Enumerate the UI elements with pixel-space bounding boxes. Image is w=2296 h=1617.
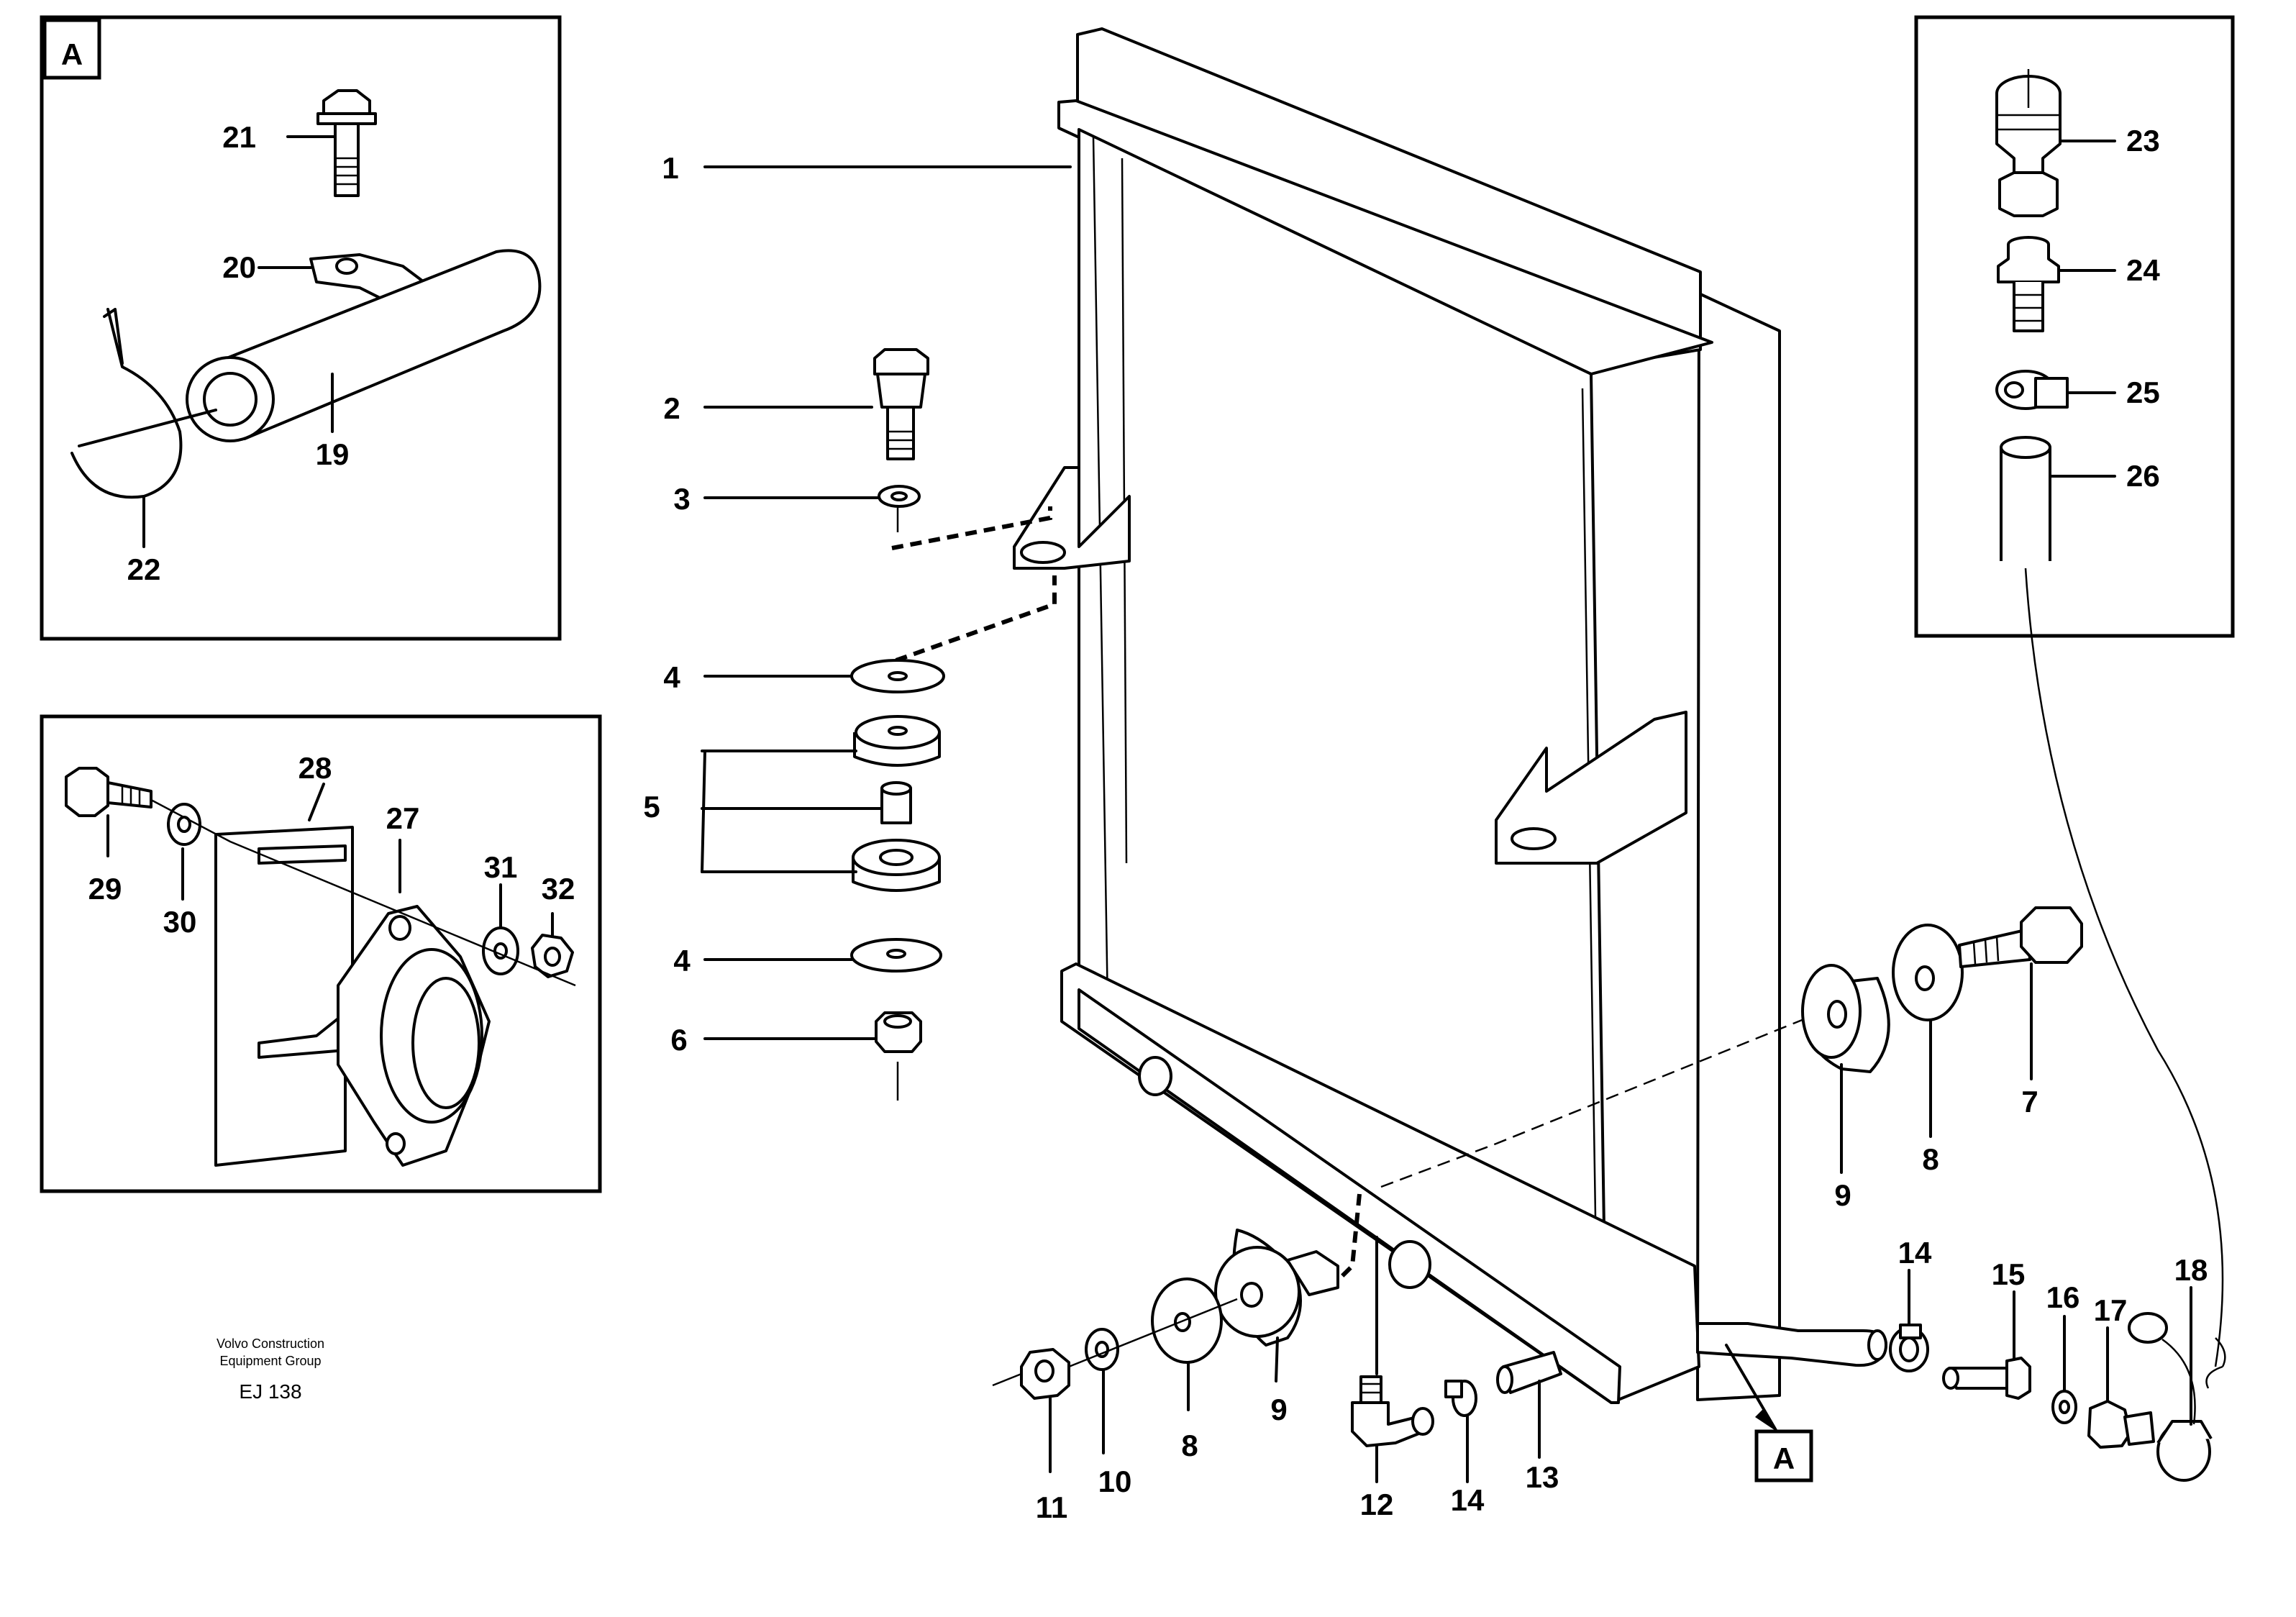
callout-8-right: 8: [1922, 1142, 1939, 1176]
clamp-14-left-icon: [1444, 1380, 1477, 1417]
callout-23: 23: [2126, 124, 2160, 158]
valve-15-icon: [1942, 1357, 2031, 1400]
coupling-23-icon: [1995, 69, 2062, 217]
credit-line-2: Equipment Group: [219, 1354, 321, 1368]
callout-18: 18: [2174, 1253, 2208, 1287]
callout-8-lower: 8: [1181, 1429, 1198, 1462]
callout-9-lower: 9: [1270, 1393, 1287, 1426]
cap-18-icon: [2128, 1312, 2226, 1482]
bolt-2-icon: [873, 348, 929, 460]
sleeve-5-icon: [880, 781, 912, 824]
washer-31-icon: [482, 926, 519, 975]
nipple-24-icon: [1997, 236, 2060, 332]
washer-3-icon: [878, 485, 921, 508]
flange-27-icon: [337, 905, 491, 1167]
nut-6-icon: [875, 1011, 922, 1053]
callout-15: 15: [1992, 1257, 2026, 1291]
clamp-25-icon: [1995, 370, 2069, 410]
inset-a-hose-clamp: A 21 20 19 22: [40, 15, 562, 641]
hose-19-icon: [186, 249, 542, 442]
callout-4-lower: 4: [673, 944, 691, 978]
mount-path-right: [1380, 1008, 1828, 1188]
radiator-1-icon: [1013, 27, 1781, 1404]
callout-27: 27: [386, 801, 420, 835]
fitting-17-icon: [2087, 1400, 2155, 1449]
callout-29: 29: [88, 872, 122, 906]
cushion-9-right-icon: [1801, 964, 1890, 1073]
inset-hose-fitting: 23 24 25 26: [1914, 15, 2235, 638]
clamp-14-right-icon: [1889, 1324, 1929, 1372]
callout-21: 21: [222, 120, 256, 154]
inset-a-marker: A: [61, 37, 83, 71]
callout-12: 12: [1360, 1488, 1394, 1521]
hose-13-icon: [1496, 1351, 1562, 1394]
cushion-4-upper-icon: [850, 659, 945, 693]
callout-19: 19: [316, 437, 350, 471]
callout-17: 17: [2094, 1293, 2128, 1327]
callout-16: 16: [2046, 1280, 2080, 1314]
elbow-12-icon: [1351, 1375, 1434, 1447]
bolt-29-icon: [65, 767, 152, 817]
callout-22: 22: [127, 552, 161, 586]
bushing-5-lower-icon: [852, 839, 941, 892]
callout-5: 5: [643, 790, 660, 824]
cushion-9-lower-icon: [1214, 1229, 1339, 1347]
callout-4-upper: 4: [663, 660, 680, 694]
callout-20: 20: [222, 250, 256, 284]
drain-hose-icon: [1696, 1322, 1887, 1367]
callout-11: 11: [1036, 1490, 1067, 1524]
callout-26: 26: [2126, 459, 2160, 493]
detail-a-marker: A: [1773, 1441, 1795, 1475]
washer-8-lower-icon: [1151, 1277, 1223, 1364]
drain-hose-line: [2024, 568, 2224, 1367]
plate-28-icon: [214, 826, 354, 1167]
nut-32-icon: [531, 934, 574, 978]
washer-16-icon: [2051, 1390, 2077, 1424]
washer-10-icon: [1085, 1328, 1119, 1371]
bushing-5-upper-icon: [853, 715, 941, 767]
mount-path-upper: [891, 506, 1052, 550]
bolt-21-icon: [316, 89, 377, 197]
callout-14-right: 14: [1898, 1236, 1932, 1270]
callout-32: 32: [542, 872, 575, 906]
callout-10: 10: [1098, 1465, 1132, 1498]
callout-3: 3: [673, 482, 690, 516]
callout-6: 6: [670, 1023, 687, 1057]
cable-tie-22-icon: [70, 308, 217, 499]
drawing-code: EJ 138: [239, 1380, 301, 1403]
washer-30-icon: [167, 803, 201, 846]
callout-31: 31: [484, 850, 518, 884]
callout-30: 30: [163, 905, 197, 939]
inset-bracket-assembly: 29 30 28 27 31 32: [40, 714, 602, 1193]
callout-1: 1: [662, 151, 678, 185]
bolt-7-icon: [1958, 906, 2083, 968]
hose-26-icon: [2000, 436, 2051, 561]
washer-8-right-icon: [1892, 924, 1964, 1021]
mount-path-bottom: [1336, 1193, 1362, 1283]
detail-a-reference: A: [1725, 1344, 1813, 1482]
callout-9-right: 9: [1834, 1178, 1851, 1212]
callout-2: 2: [663, 391, 680, 425]
callout-24: 24: [2126, 253, 2160, 287]
nut-11-icon: [1020, 1348, 1070, 1400]
callout-28: 28: [299, 751, 332, 785]
cushion-4-lower-icon: [850, 938, 942, 973]
callout-14-left: 14: [1451, 1483, 1485, 1517]
credit-line-1: Volvo Construction: [217, 1336, 324, 1351]
callout-13: 13: [1526, 1460, 1559, 1494]
callout-25: 25: [2126, 375, 2160, 409]
callout-7: 7: [2021, 1085, 2038, 1119]
